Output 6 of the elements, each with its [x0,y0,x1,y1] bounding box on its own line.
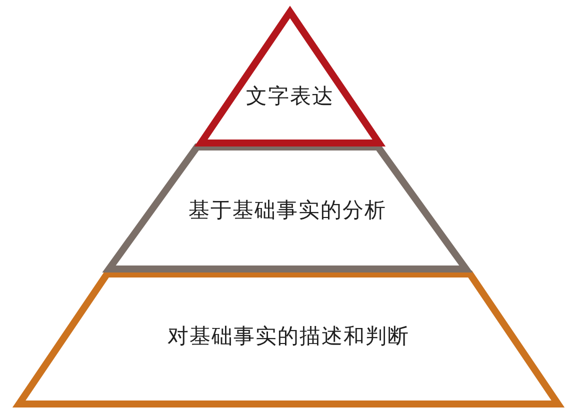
tier-label: 对基础事实的描述和判断 [168,324,410,348]
pyramid-top-tier [192,4,388,147]
pyramid-tier [10,270,567,408]
pyramid-tier [100,143,475,273]
tier-label: 基于基础事实的分析 [188,198,386,222]
tier-label: 文字表达 [246,84,334,108]
